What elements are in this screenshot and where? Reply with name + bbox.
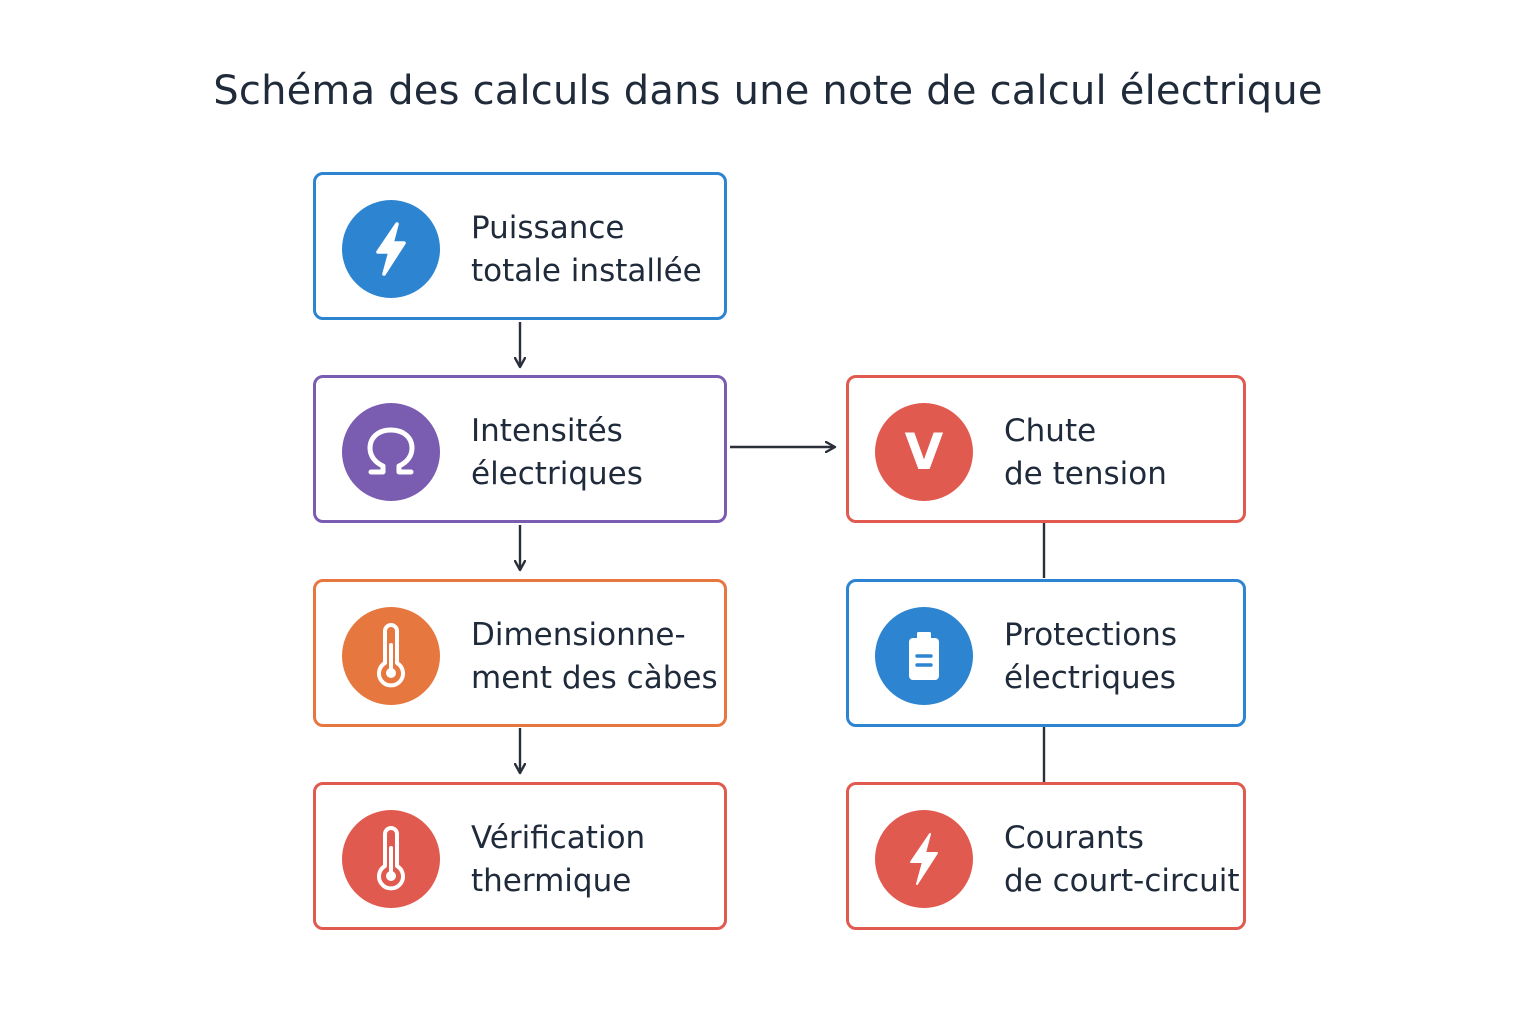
battery-icon: [875, 607, 973, 705]
node-label: Intensités électriques: [471, 410, 643, 496]
node-puissance: Puissance totale installée: [313, 172, 727, 320]
node-label-line2: thermique: [471, 863, 632, 899]
node-label: Chute de tension: [1004, 410, 1167, 496]
node-label-line2: électriques: [1004, 660, 1176, 696]
node-label-line1: Chute: [1004, 413, 1097, 449]
thermometer-icon: [342, 607, 440, 705]
node-courants: Courants de court-circuit: [846, 782, 1246, 930]
node-label-line2: électriques: [471, 456, 643, 492]
voltage-icon: V: [875, 403, 973, 501]
node-label: Puissance totale installée: [471, 207, 702, 293]
node-chute: V Chute de tension: [846, 375, 1246, 523]
node-label-line1: Protections: [1004, 617, 1177, 653]
node-label-line2: ment des càbes: [471, 660, 718, 696]
lightning-icon: [875, 810, 973, 908]
node-label-line1: Intensités: [471, 413, 623, 449]
node-label-line1: Puissance: [471, 210, 625, 246]
node-protections: Protections électriques: [846, 579, 1246, 727]
node-intensites: Intensités électriques: [313, 375, 727, 523]
node-label-line2: de court-circuit: [1004, 863, 1240, 899]
diagram-title: Schéma des calculs dans une note de calc…: [213, 68, 1323, 114]
lightning-icon: [342, 200, 440, 298]
node-label: Vérification thermique: [471, 817, 645, 903]
node-label-line1: Vérification: [471, 820, 646, 856]
node-dimensionnement: Dimensionne- ment des càbes: [313, 579, 727, 727]
node-label: Dimensionne- ment des càbes: [471, 614, 718, 700]
thermometer-icon: [342, 810, 440, 908]
omega-icon: [342, 403, 440, 501]
node-label-line1: Courants: [1004, 820, 1144, 856]
node-label-line2: totale installée: [471, 253, 702, 289]
node-verification: Vérification thermique: [313, 782, 727, 930]
node-label-line2: de tension: [1004, 456, 1167, 492]
node-label: Courants de court-circuit: [1004, 817, 1240, 903]
voltage-letter: V: [904, 423, 944, 481]
node-label-line1: Dimensionne-: [471, 617, 686, 653]
node-label: Protections électriques: [1004, 614, 1177, 700]
